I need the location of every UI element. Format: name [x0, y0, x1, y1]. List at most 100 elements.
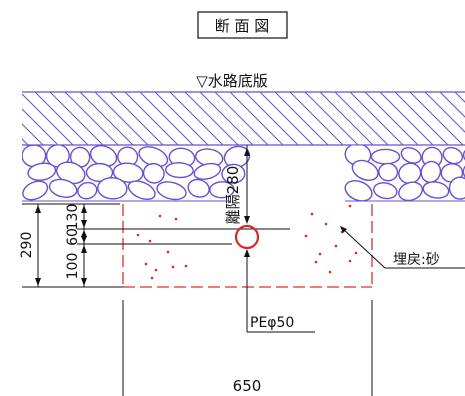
slab-hatch-line — [439, 92, 465, 118]
gravel-stone — [48, 178, 78, 198]
channel-bottom-slab — [0, 91, 465, 146]
gravel-stone — [97, 177, 128, 200]
slab-hatch-line — [169, 92, 224, 145]
sand-dot — [348, 204, 352, 208]
sand-dot — [144, 262, 148, 266]
slab-hatch-line — [334, 92, 389, 145]
sand-dot — [184, 264, 188, 268]
gravel-stone — [221, 163, 246, 184]
slab-hatch-line — [229, 92, 284, 145]
gravel-stone — [127, 180, 156, 201]
dim-650: 650 — [233, 377, 262, 395]
sand-dot — [148, 239, 152, 243]
gravel-stone — [422, 181, 450, 199]
backfill-callout: 埋戻:砂 — [340, 226, 465, 269]
slab-hatch-line — [109, 92, 164, 145]
gravel-stone — [351, 159, 379, 181]
slab-hatch-line — [274, 92, 329, 145]
gravel-stone — [442, 146, 464, 165]
slab-hatch-line — [22, 108, 59, 145]
sand-dot — [348, 259, 352, 263]
dim-100: 100 — [65, 253, 81, 280]
sand-dot — [324, 222, 328, 226]
gravel-stone — [187, 178, 210, 198]
slab-hatch-line — [139, 92, 194, 145]
slab-hatch-line — [22, 93, 74, 145]
gravel-stone — [165, 162, 194, 179]
gravel-stone — [378, 162, 399, 182]
slab-hatch-line — [199, 92, 254, 145]
gravel-stone — [462, 161, 465, 185]
gravel-stone — [400, 146, 422, 164]
sand-dot — [318, 252, 322, 256]
sand-dot — [154, 268, 158, 272]
sand-dot — [136, 233, 140, 237]
sand-backfill-dots — [136, 204, 358, 280]
slab-hatch-line — [424, 92, 465, 133]
sand-dot — [354, 251, 358, 255]
separation-label: 離隔280 — [224, 166, 242, 225]
sand-dot — [171, 265, 175, 269]
gravel-stone — [344, 180, 373, 201]
gravel-stone — [27, 162, 57, 181]
slab-hatch-line — [409, 92, 464, 145]
slab-hatch-line — [22, 123, 44, 145]
dim-130: 130 — [65, 204, 81, 231]
slab-hatch-line — [79, 92, 134, 145]
title-text: 断 面 図 — [215, 17, 270, 35]
slab-hatch-line — [22, 138, 29, 145]
slab-hatch-line — [289, 92, 344, 145]
gravel-stone — [420, 160, 442, 183]
channel-bottom-slab-label: ▽水路底版 — [196, 72, 268, 90]
bottom-width-dimension: 650 — [122, 300, 373, 396]
gravel-stone — [448, 176, 465, 200]
gravel-layer-right — [344, 145, 465, 201]
sand-dot — [334, 244, 338, 248]
sand-dot — [150, 276, 154, 280]
slab-hatch-line — [259, 92, 314, 145]
slab-hatch-line — [364, 92, 419, 145]
slab-hatch-line — [184, 92, 239, 145]
gravel-stone — [22, 180, 49, 201]
gravel-stone — [156, 181, 187, 201]
dim-290: 290 — [19, 232, 35, 259]
dim-60: 60 — [65, 228, 81, 246]
gravel-layer-left — [22, 145, 251, 201]
title-box: 断 面 図 — [197, 11, 288, 39]
slab-hatch-line — [64, 92, 119, 145]
pipe-label-callout: PEφ50 — [244, 249, 315, 333]
gravel-stone — [398, 181, 423, 201]
sand-dot — [328, 270, 332, 274]
slab-hatch-line — [349, 92, 404, 145]
sand-dot — [166, 250, 170, 254]
slab-hatch-line — [0, 92, 13, 145]
left-dimensions: 290 130 60 100 — [19, 203, 205, 288]
gravel-stone — [77, 181, 98, 200]
sand-dot — [174, 217, 178, 221]
pe-pipe — [205, 224, 290, 250]
gravel-stone — [85, 162, 114, 183]
pipe-label: PEφ50 — [250, 315, 294, 331]
gravel-stone — [370, 148, 401, 165]
gravel-stone — [193, 162, 222, 180]
slab-hatch-line — [214, 92, 269, 145]
gravel-stone — [209, 181, 235, 199]
gravel-stone — [112, 162, 144, 183]
backfill-label: 埋戻:砂 — [393, 252, 440, 268]
slab-hatch-line — [124, 92, 179, 145]
slab-hatch-line — [394, 92, 449, 145]
slab-hatch-line — [154, 92, 209, 145]
sand-dot — [158, 214, 162, 218]
gravel-stone — [142, 162, 165, 184]
slab-hatch-line — [49, 92, 104, 145]
gravel-stone — [69, 146, 91, 168]
sand-dot — [310, 212, 314, 216]
slab-hatch-line — [34, 92, 89, 145]
slab-hatch-line — [454, 92, 465, 103]
sand-dot — [304, 234, 308, 238]
slab-hatch-line — [379, 92, 434, 145]
sand-dot — [314, 260, 318, 264]
slab-hatch-line — [94, 92, 149, 145]
slab-hatch-line — [244, 92, 299, 145]
